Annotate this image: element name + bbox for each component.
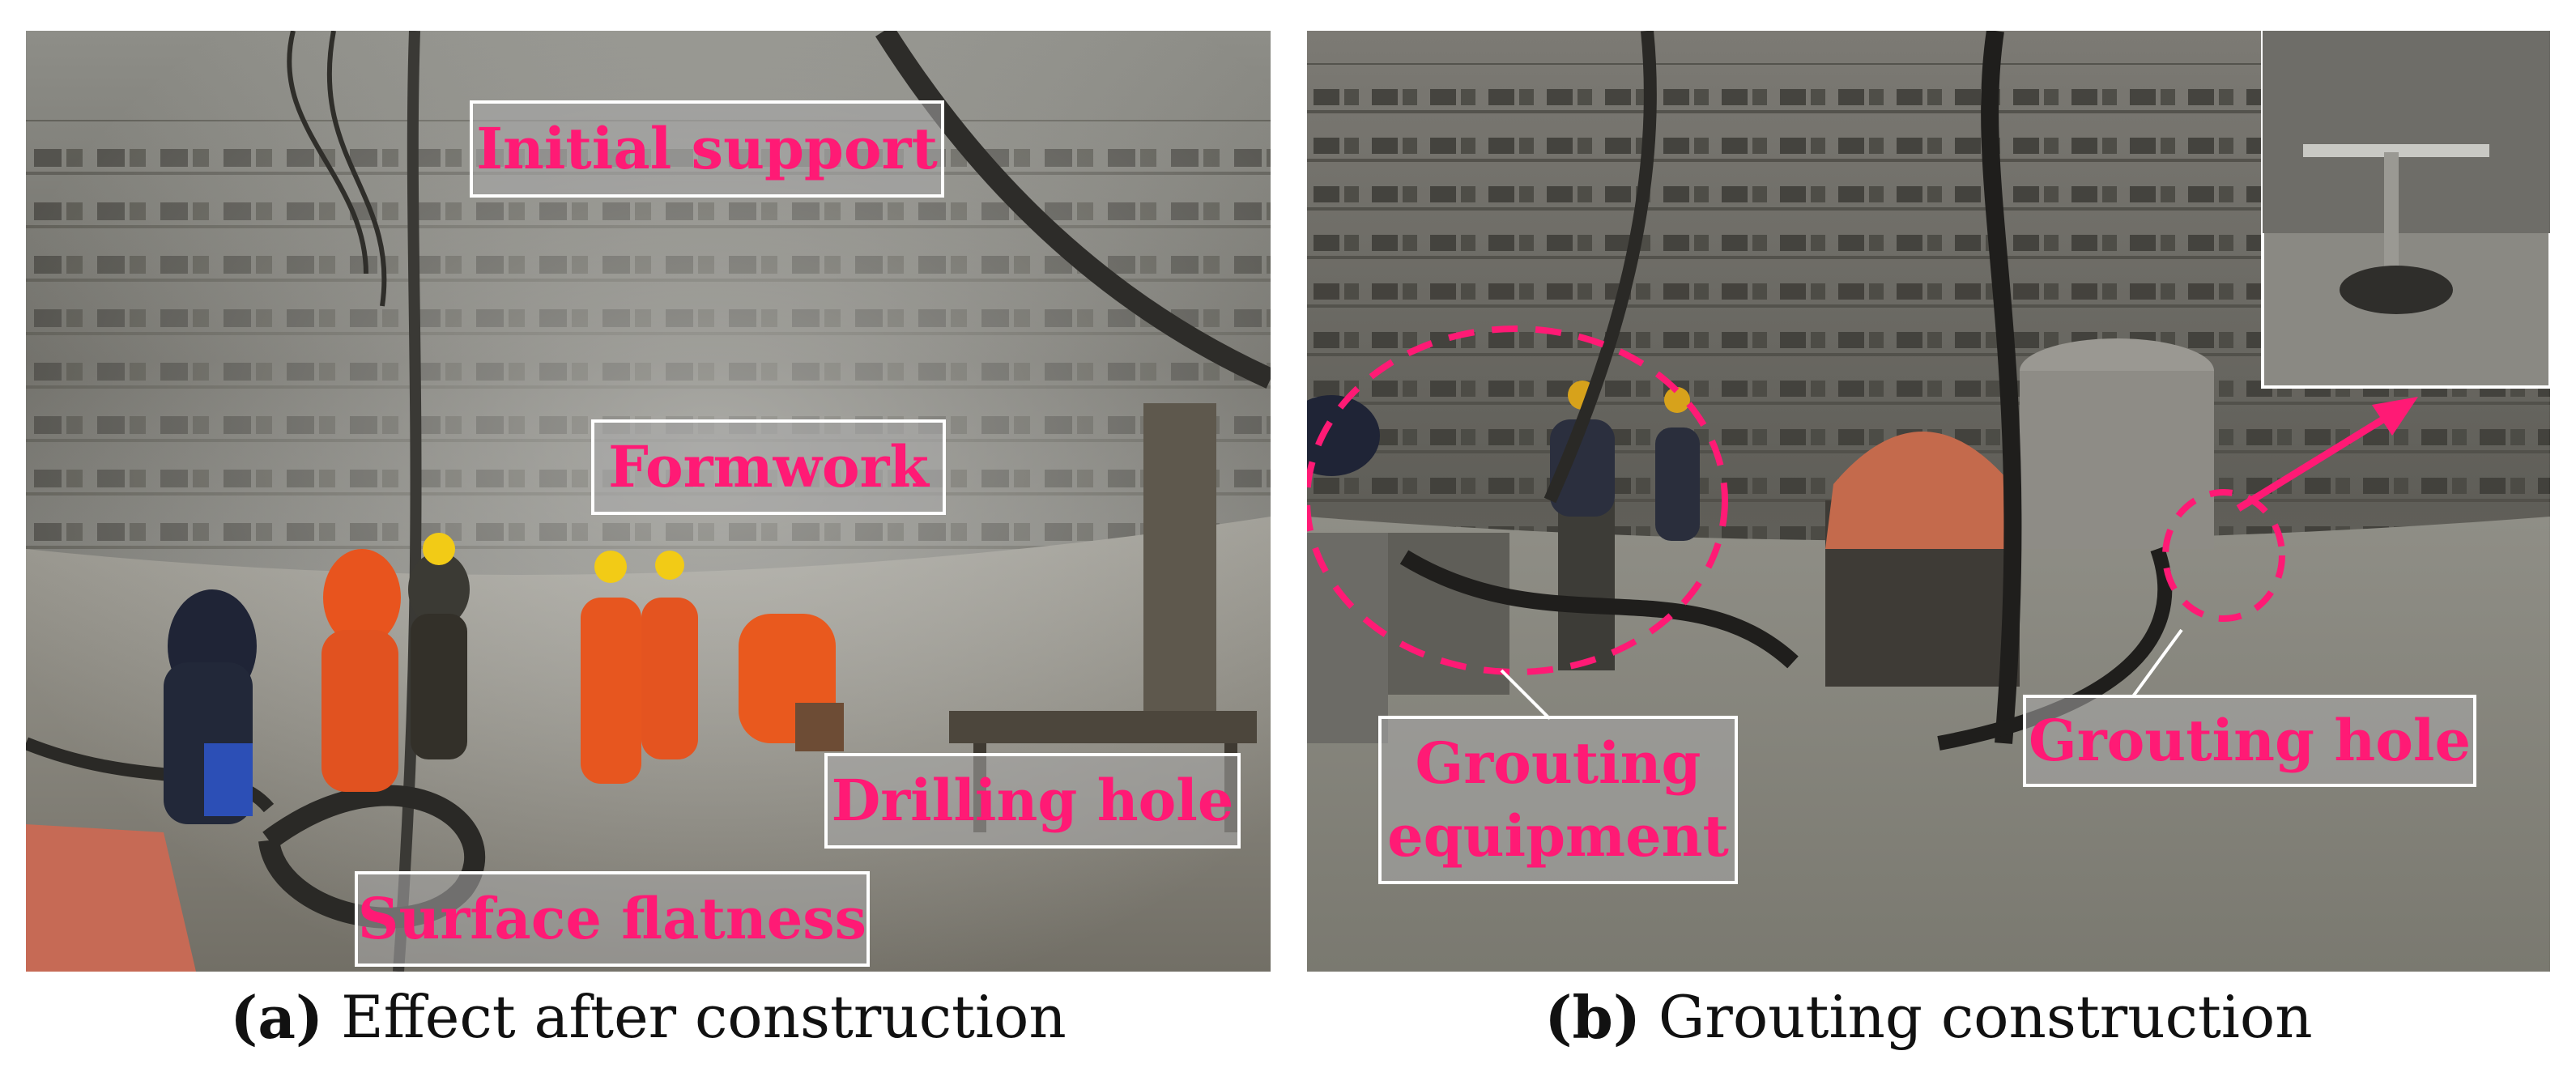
- panel-a-photo: Initial support Formwork Drilling hole S…: [26, 31, 1271, 972]
- caption-b-tag: (b): [1544, 982, 1641, 1052]
- grouting-hole-label-text: Grouting hole: [2028, 706, 2472, 774]
- grouting-hole-label: Grouting hole: [2023, 695, 2476, 787]
- grouting-equipment-highlight: [1307, 325, 1728, 675]
- surface-flatness-label: Surface flatness: [355, 871, 870, 967]
- formwork-label: Formwork: [591, 419, 946, 515]
- caption-a-tag: (a): [230, 982, 324, 1052]
- grouting-equipment-label-text: Grouting equipment: [1387, 730, 1729, 870]
- caption-b: (b) Grouting construction: [1307, 978, 2550, 1056]
- caption-a-text: Effect after construction: [341, 983, 1067, 1051]
- workers: [164, 533, 844, 824]
- caption-a: (a) Effect after construction: [26, 978, 1271, 1056]
- caption-b-text: Grouting construction: [1658, 983, 2313, 1051]
- grouting-equipment-label: Grouting equipment: [1378, 716, 1738, 884]
- initial-support-label-text: Initial support: [476, 114, 938, 182]
- drilling-hole-label-text: Drilling hole: [831, 766, 1234, 834]
- formwork-label-text: Formwork: [608, 432, 929, 500]
- surface-flatness-label-text: Surface flatness: [357, 884, 867, 952]
- grouting-site-photo: [1307, 31, 2550, 972]
- drilling-hole-label: Drilling hole: [824, 753, 1241, 849]
- panel-b-photo: Grouting equipment Grouting hole: [1307, 31, 2550, 972]
- initial-support-label: Initial support: [470, 100, 944, 198]
- grouting-hole-highlight: [2162, 489, 2285, 622]
